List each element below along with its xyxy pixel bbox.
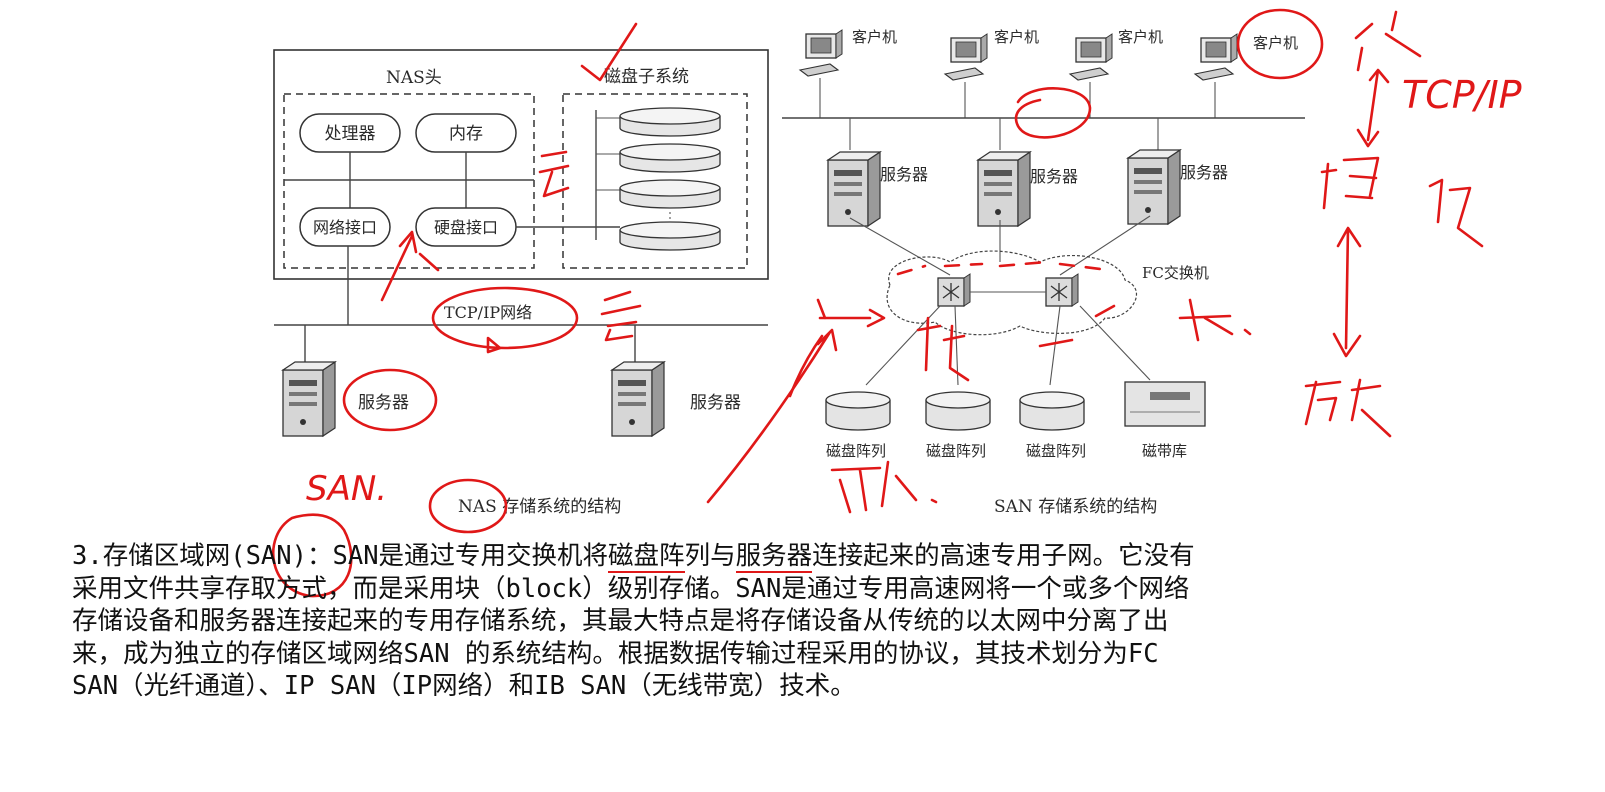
tcpip-network-label: TCP/IP网络	[444, 303, 532, 322]
disk-platter	[619, 143, 721, 173]
nas-server-left-label: 服务器	[358, 393, 409, 413]
paragraph-line: 3.存储区域网(SAN)：SAN是通过专用交换机将磁盘阵列与服务器连接起来的高速…	[72, 540, 1512, 573]
text-run: ：SAN是通过专用交换机将	[306, 541, 609, 571]
client-label: 客户机	[1253, 34, 1298, 52]
circle-server	[342, 368, 438, 432]
nas-head-box	[283, 93, 535, 269]
client-label: 客户机	[994, 28, 1039, 46]
scribble	[1354, 10, 1422, 72]
underlined-term: 磁盘阵	[608, 541, 685, 573]
circle-tcpip	[431, 286, 579, 350]
storage-label: 磁盘阵列	[826, 442, 886, 460]
nas-server-right-label: 服务器	[690, 393, 741, 413]
paragraph-line: 存储设备和服务器连接起来的专用存储系统，其最大特点是将存储设备从传统的以太网中分…	[72, 606, 1169, 637]
san-server-label: 服务器	[1030, 167, 1078, 186]
scribble	[1320, 156, 1380, 210]
disk-platter	[619, 107, 721, 137]
san-description-paragraph: 3.存储区域网(SAN)：SAN是通过专用交换机将磁盘阵列与服务器连接起来的高速…	[72, 540, 1512, 703]
server-icon	[1127, 149, 1181, 225]
disk-array-icon	[925, 391, 991, 431]
client-label: 客户机	[1118, 28, 1163, 46]
arrow-scribble	[706, 328, 838, 504]
tcp-note: TCP/IP	[1402, 73, 1522, 117]
underlined-term: 服务器	[735, 541, 813, 573]
server-icon	[611, 361, 665, 437]
server-icon	[827, 151, 881, 227]
scribble	[788, 334, 824, 398]
nas-head-label: NAS头	[386, 68, 442, 88]
arrow-scribble	[816, 298, 886, 328]
handwritten-annotations: SAN. TCP/IP	[271, 8, 1522, 598]
circle-nas	[428, 478, 508, 534]
scribble	[600, 290, 642, 342]
client-label: 客户机	[852, 28, 897, 46]
scribble	[538, 150, 570, 198]
fc-switch-icon	[937, 273, 971, 307]
memory-label: 内存	[449, 124, 483, 144]
circle-san	[271, 513, 353, 598]
nas-outer-box	[273, 49, 769, 280]
disk-array-icon	[825, 391, 891, 431]
scribble	[1178, 298, 1252, 342]
disk-interface-label: 硬盘接口	[434, 218, 498, 237]
disk-subsystem-label: 磁盘子系统	[604, 67, 689, 87]
processor-label: 处理器	[325, 124, 376, 144]
double-arrow-scribble	[1356, 68, 1390, 148]
fc-switch-label: FC交换机	[1142, 264, 1209, 282]
scribble	[830, 460, 938, 514]
server-icon	[282, 361, 336, 437]
checkmark-scribble	[580, 22, 638, 82]
fc-switch-icon	[1045, 273, 1079, 307]
client-icon	[799, 29, 843, 77]
nas-diagram: NAS头 磁盘子系统 处理器 内存 网络接口 硬盘接口 TCP/IP网络	[273, 49, 769, 517]
disk-platter	[619, 179, 721, 209]
paragraph-line: SAN（光纤通道）、IP SAN（IP网络）和IB SAN（无线带宽）技术。	[72, 671, 856, 702]
disk-array-icon	[1019, 391, 1085, 431]
san-term: (SAN)	[230, 541, 307, 571]
net-interface-label: 网络接口	[313, 218, 377, 237]
tape-library-icon	[1124, 381, 1206, 427]
circle-client	[1236, 8, 1324, 80]
text-run: 连接起来的高速专用子网。它没有	[812, 541, 1195, 571]
san-server-label: 服务器	[1180, 163, 1228, 182]
text-run: 3.存储区域网	[72, 541, 231, 571]
paragraph-line: 来，成为独立的存储区域网络SAN 的系统结构。根据数据传输过程采用的协议，其技术…	[72, 638, 1159, 669]
disk-subsystem-box	[562, 93, 748, 269]
client-icon	[1194, 33, 1238, 81]
storage-label: 磁盘阵列	[926, 442, 986, 460]
client-icon	[944, 33, 988, 81]
dash-scribble	[896, 260, 1110, 276]
dash-scribble	[1038, 304, 1116, 348]
server-icon	[977, 151, 1031, 227]
arrow-scribble	[380, 230, 440, 302]
circle-lan	[1014, 87, 1092, 139]
scribble	[1304, 378, 1392, 438]
scribble	[916, 316, 970, 382]
san-diagram: 客户机 客户机 客户机 客户机 服务器 服务器 服务器 FC交换机	[782, 28, 1305, 517]
text-run: 列与	[684, 541, 736, 571]
client-icon	[1069, 33, 1113, 81]
scribble	[1428, 178, 1484, 248]
fc-cloud	[886, 250, 1138, 336]
double-arrow-scribble	[1332, 226, 1362, 358]
san-server-label: 服务器	[880, 165, 928, 184]
san-caption: SAN 存储系统的结构	[994, 497, 1157, 517]
san-note: SAN.	[306, 469, 387, 509]
net-interface-node	[299, 207, 391, 247]
disk-platter	[619, 221, 721, 251]
nas-caption: NAS 存储系统的结构	[458, 497, 621, 517]
storage-label: 磁盘阵列	[1026, 442, 1086, 460]
storage-label: 磁带库	[1142, 442, 1187, 460]
paragraph-line: 采用文件共享存取方式，而是采用块（block）级别存储。SAN是通过专用高速网将…	[72, 573, 1190, 604]
